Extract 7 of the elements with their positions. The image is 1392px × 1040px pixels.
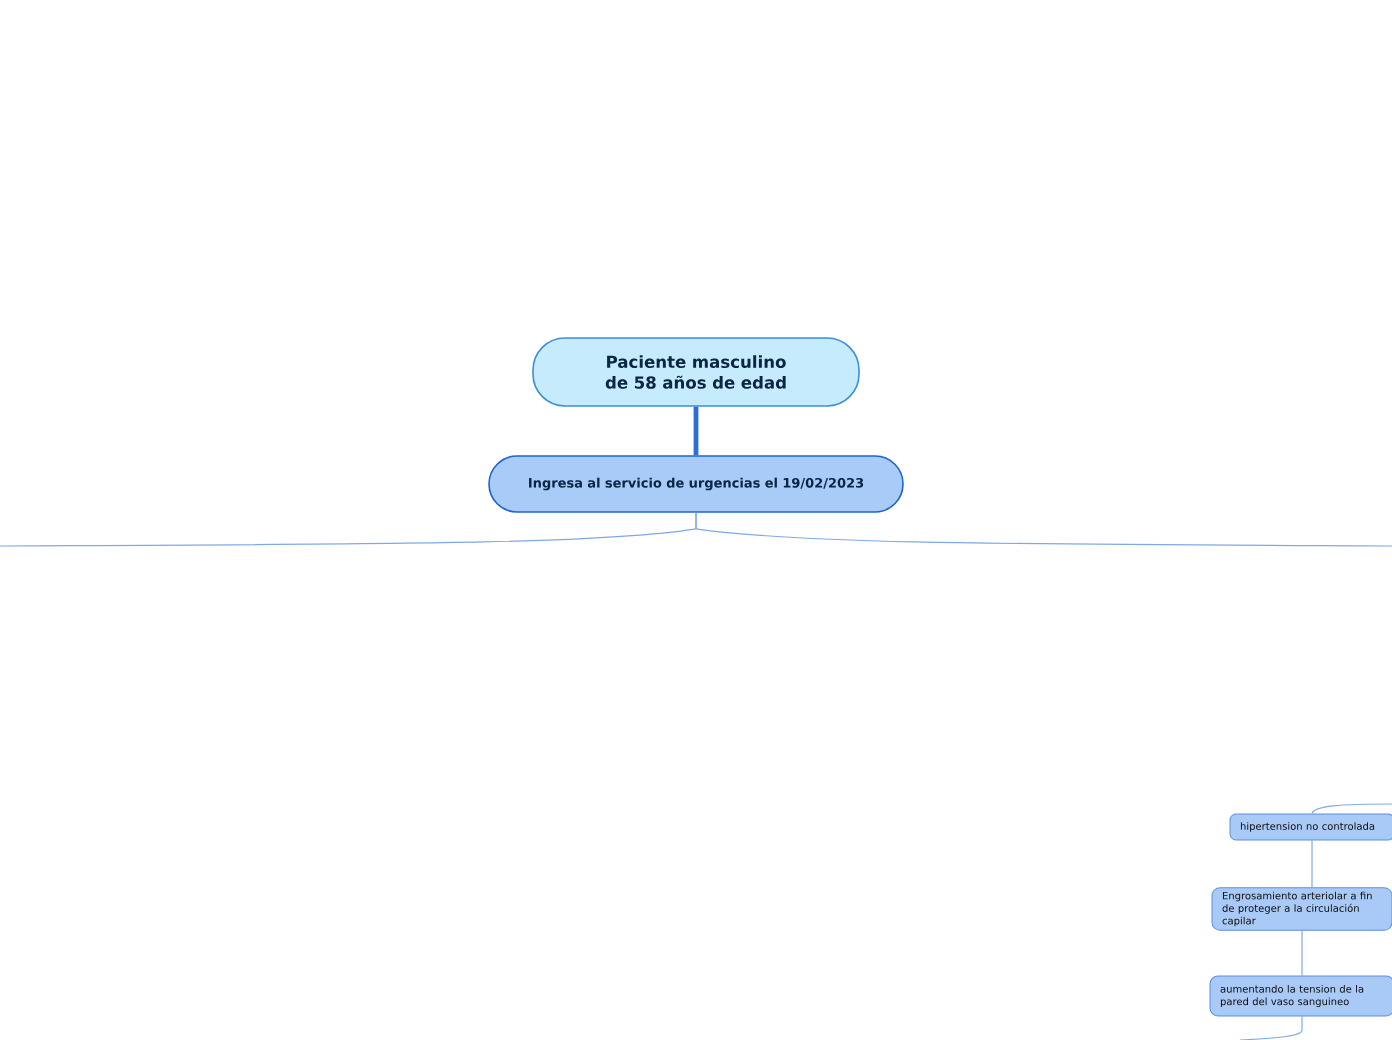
connector <box>1311 803 1392 815</box>
topic-box: Paciente masculino de 58 años de edad <box>532 337 860 407</box>
connector <box>693 406 699 456</box>
connector <box>1239 1015 1303 1040</box>
connector <box>1301 930 1303 977</box>
connector <box>695 512 1392 547</box>
connector <box>1311 839 1313 888</box>
